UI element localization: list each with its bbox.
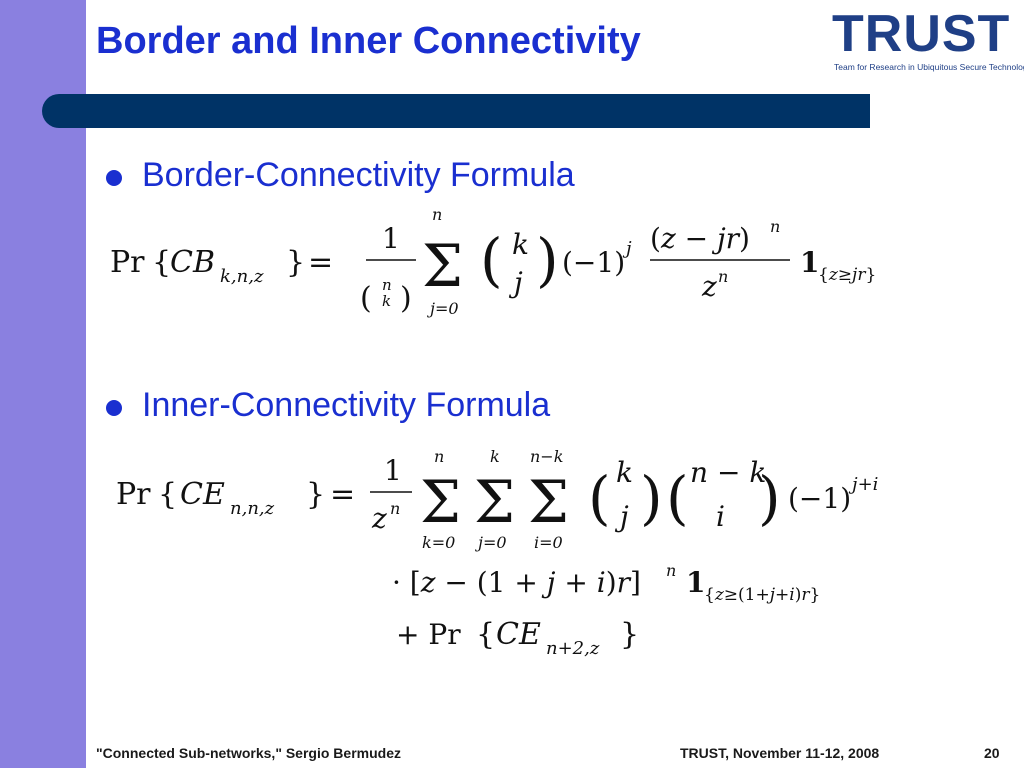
svg-text:{: {	[152, 245, 171, 280]
svg-text:): )	[640, 464, 663, 532]
svg-text:}: }	[620, 617, 639, 652]
svg-text:j: j	[622, 238, 632, 259]
left-color-band	[0, 0, 86, 768]
svg-text:n,n,z: n,n,z	[230, 498, 275, 519]
svg-text:n: n	[390, 499, 400, 518]
svg-text:}: }	[286, 245, 305, 280]
svg-text:n: n	[718, 267, 728, 286]
svg-text:CE: CE	[180, 477, 225, 512]
svg-text:(z − jr): (z − jr)	[650, 222, 750, 255]
footer-center: TRUST, November 11-12, 2008	[680, 745, 880, 761]
svg-text:): )	[400, 281, 412, 316]
svg-text:z: z	[371, 502, 387, 535]
inner-connectivity-formula: Pr { CE n,n,z } = 1 z n n Σ k=0 k Σ j=0 …	[116, 447, 878, 659]
bullet-border-connectivity: Border-Connectivity Formula	[142, 156, 575, 194]
svg-text:n+2,z: n+2,z	[546, 638, 600, 659]
svg-text:k: k	[512, 228, 529, 261]
svg-text:(−1): (−1)	[562, 246, 625, 279]
slide-title: Border and Inner Connectivity	[96, 20, 641, 62]
svg-text:=: =	[308, 245, 333, 280]
svg-text:n: n	[666, 561, 676, 580]
svg-text:=: =	[330, 477, 355, 512]
svg-text:(−1): (−1)	[788, 482, 851, 515]
svg-text:(: (	[588, 464, 611, 532]
svg-text:n−k: n−k	[530, 447, 563, 466]
svg-text:1: 1	[686, 566, 705, 599]
bullet-dot	[106, 170, 122, 186]
svg-text:1: 1	[384, 454, 402, 487]
svg-text:n: n	[432, 210, 442, 224]
svg-text:j=0: j=0	[427, 299, 459, 318]
svg-text:Σ: Σ	[474, 468, 515, 536]
svg-text:(: (	[360, 281, 372, 316]
svg-text:CB: CB	[170, 245, 215, 280]
svg-text:j: j	[614, 500, 629, 533]
svg-text:}: }	[306, 477, 325, 512]
svg-text:i=0: i=0	[534, 533, 563, 552]
svg-text:{z≥(1+j+i)r}: {z≥(1+j+i)r}	[704, 585, 820, 605]
bullet-dot	[106, 400, 122, 416]
svg-text:Σ: Σ	[420, 468, 461, 536]
svg-text:Σ: Σ	[528, 468, 569, 536]
svg-text:Pr: Pr	[116, 477, 151, 512]
svg-text:z: z	[701, 270, 717, 303]
svg-text:· [z − (1 + j + i)r]: · [z − (1 + j + i)r]	[392, 566, 641, 599]
svg-text:1: 1	[382, 222, 400, 255]
svg-text:n: n	[434, 447, 444, 466]
svg-text:{z≥jr}: {z≥jr}	[818, 265, 876, 285]
border-connectivity-formula: Pr { CB k,n,z } = 1 ( n k ) n Σ j=0 ( k …	[110, 210, 876, 318]
svg-text:{: {	[158, 477, 177, 512]
svg-text:(: (	[666, 464, 689, 532]
svg-text:k: k	[490, 447, 500, 466]
trust-logo: TRUST Team for Research in Ubiquitous Se…	[832, 5, 1024, 76]
bullet-inner-connectivity: Inner-Connectivity Formula	[142, 386, 551, 424]
svg-text:+ Pr: + Pr	[396, 618, 461, 651]
svg-text:CE: CE	[496, 617, 541, 652]
svg-text:): )	[758, 464, 781, 532]
svg-text:j: j	[508, 266, 523, 299]
svg-text:k: k	[616, 456, 633, 489]
svg-text:n: n	[382, 276, 392, 294]
svg-text:(: (	[480, 226, 503, 294]
svg-text:k=0: k=0	[422, 533, 455, 552]
svg-text:Pr: Pr	[110, 245, 145, 280]
footer-left: "Connected Sub-networks," Sergio Bermude…	[96, 745, 401, 761]
svg-text:n − k: n − k	[690, 456, 766, 489]
svg-text:k: k	[382, 292, 391, 310]
logo-tagline: Team for Research in Ubiquitous Secure T…	[834, 62, 1024, 72]
svg-text:): )	[536, 226, 559, 294]
svg-text:k,n,z: k,n,z	[220, 266, 264, 287]
svg-text:j+i: j+i	[848, 474, 878, 495]
svg-text:n: n	[770, 217, 780, 236]
svg-text:Σ: Σ	[422, 232, 463, 300]
svg-text:j=0: j=0	[475, 533, 507, 552]
logo-wordmark: TRUST	[832, 5, 1011, 63]
svg-text:i: i	[716, 500, 725, 533]
title-underline-bar	[42, 94, 870, 128]
svg-text:1: 1	[800, 246, 819, 279]
svg-text:{: {	[476, 617, 495, 652]
page-number: 20	[984, 745, 1000, 761]
